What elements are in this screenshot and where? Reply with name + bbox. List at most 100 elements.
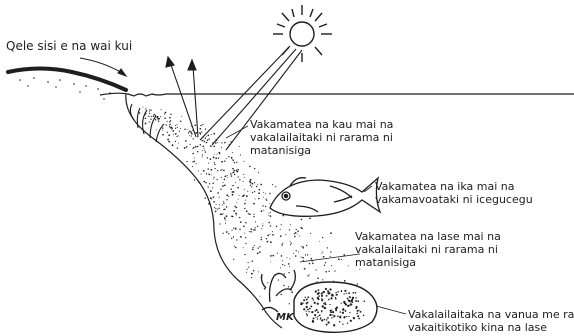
sediment-dot [205, 151, 206, 152]
sediment-dot [224, 218, 225, 219]
sediment-dot [168, 134, 170, 136]
sediment-dot [178, 143, 179, 144]
sediment-dot [149, 111, 150, 112]
sediment-dot [246, 195, 248, 197]
sediment-dot [212, 187, 213, 188]
sediment-dot [228, 233, 229, 234]
sediment-dot [222, 169, 223, 170]
sediment-dot [213, 146, 215, 148]
sediment-dot [148, 116, 149, 117]
sediment-dot [259, 251, 261, 253]
coral-texture-dot [306, 302, 308, 304]
sediment-dot [227, 177, 228, 178]
coral-texture-dot [317, 318, 318, 319]
coral-texture-dot [329, 304, 330, 305]
coral-texture-dot [327, 292, 328, 293]
sediment-dot [170, 114, 171, 115]
sediment-dot [288, 272, 289, 273]
sediment-dot [213, 177, 214, 178]
sediment-dot [156, 129, 157, 130]
coral-texture-dot [329, 314, 331, 316]
sediment-dot [173, 134, 174, 135]
label-plant-effect-line-2: vakalailaitaki ni rarama ni [250, 131, 393, 144]
sediment-dot [316, 281, 317, 282]
coral-texture-dot [355, 300, 357, 302]
sediment-dot [172, 131, 173, 132]
coral-texture-dot [318, 295, 320, 297]
sediment-dot [202, 150, 203, 151]
sediment-dot [185, 140, 187, 142]
sediment-dot [270, 215, 272, 217]
sediment-dot [161, 109, 162, 110]
sediment-dot [215, 142, 217, 144]
sediment-dot [282, 260, 283, 261]
sediment-dot [180, 120, 181, 121]
coral-texture-dot [317, 316, 318, 317]
coral-texture-dot [324, 302, 325, 303]
sediment-dot [149, 109, 150, 110]
sediment-dot [237, 187, 239, 189]
sediment-dot [143, 107, 144, 108]
sediment-dot [210, 197, 212, 199]
sediment-dot [207, 157, 208, 158]
coral-texture-dot [327, 321, 329, 323]
sediment-dot [257, 226, 258, 227]
sediment-dot [184, 147, 186, 149]
coral-texture-dot [339, 311, 341, 313]
sediment-dot [254, 191, 255, 192]
coral-texture-dot [364, 301, 366, 303]
sediment-dot [232, 194, 234, 196]
sediment-dot [190, 131, 192, 133]
sediment-dot [211, 134, 212, 135]
sediment-dot [236, 162, 237, 163]
coral-texture-dot [351, 304, 353, 306]
sediment-dot [203, 140, 204, 141]
sediment-dot [203, 170, 205, 172]
sediment-dot [198, 170, 199, 171]
sediment-dot [200, 133, 201, 134]
coral-texture-dot [308, 311, 309, 312]
sediment-dot [215, 157, 217, 159]
sediment-dot [297, 233, 298, 234]
coral-texture-dot [340, 315, 341, 316]
coral-texture-dot [355, 306, 357, 308]
coral-texture-dot [350, 303, 351, 304]
sediment-dot [224, 217, 225, 218]
coral-texture-dot [312, 320, 314, 322]
sediment-dot [204, 141, 205, 142]
sediment-dot [243, 226, 245, 228]
sediment-dot [301, 256, 302, 257]
sediment-dot [181, 116, 182, 117]
sediment-dot [220, 170, 221, 171]
sediment-dot [289, 266, 290, 267]
sediment-dot [270, 225, 271, 226]
sediment-dot [254, 182, 255, 183]
sediment-dot [265, 193, 266, 194]
sediment-dot [205, 182, 206, 183]
sediment-dot [230, 188, 231, 189]
sediment-dot [250, 185, 251, 186]
sediment-dot [301, 228, 302, 229]
sediment-dot [270, 203, 271, 204]
sediment-dot [211, 169, 213, 171]
sediment-dot [175, 125, 176, 126]
sediment-dot [197, 137, 198, 138]
sediment-dot [150, 119, 151, 120]
label-coral-effect-line-2: vakalailaitaki ni rarama ni [355, 243, 501, 256]
coral-texture-dot [303, 299, 305, 301]
coral-texture-dot [357, 300, 359, 302]
sediment-dot [248, 262, 249, 263]
sediment-dot [272, 255, 274, 257]
sediment-dot [293, 253, 294, 254]
coral-texture-dot [335, 298, 337, 300]
sediment-dot [260, 184, 262, 186]
sediment-dot [245, 200, 246, 201]
sediment-dot [322, 279, 323, 280]
label-top-shore: Qele sisi e na wai kui [6, 40, 132, 53]
coral-texture-dot [306, 299, 308, 301]
sediment-dot [205, 137, 206, 138]
coral-texture-dot [332, 314, 333, 315]
coral-texture-dot [329, 288, 331, 290]
sediment-dot [330, 251, 331, 252]
sediment-dot [331, 265, 332, 266]
